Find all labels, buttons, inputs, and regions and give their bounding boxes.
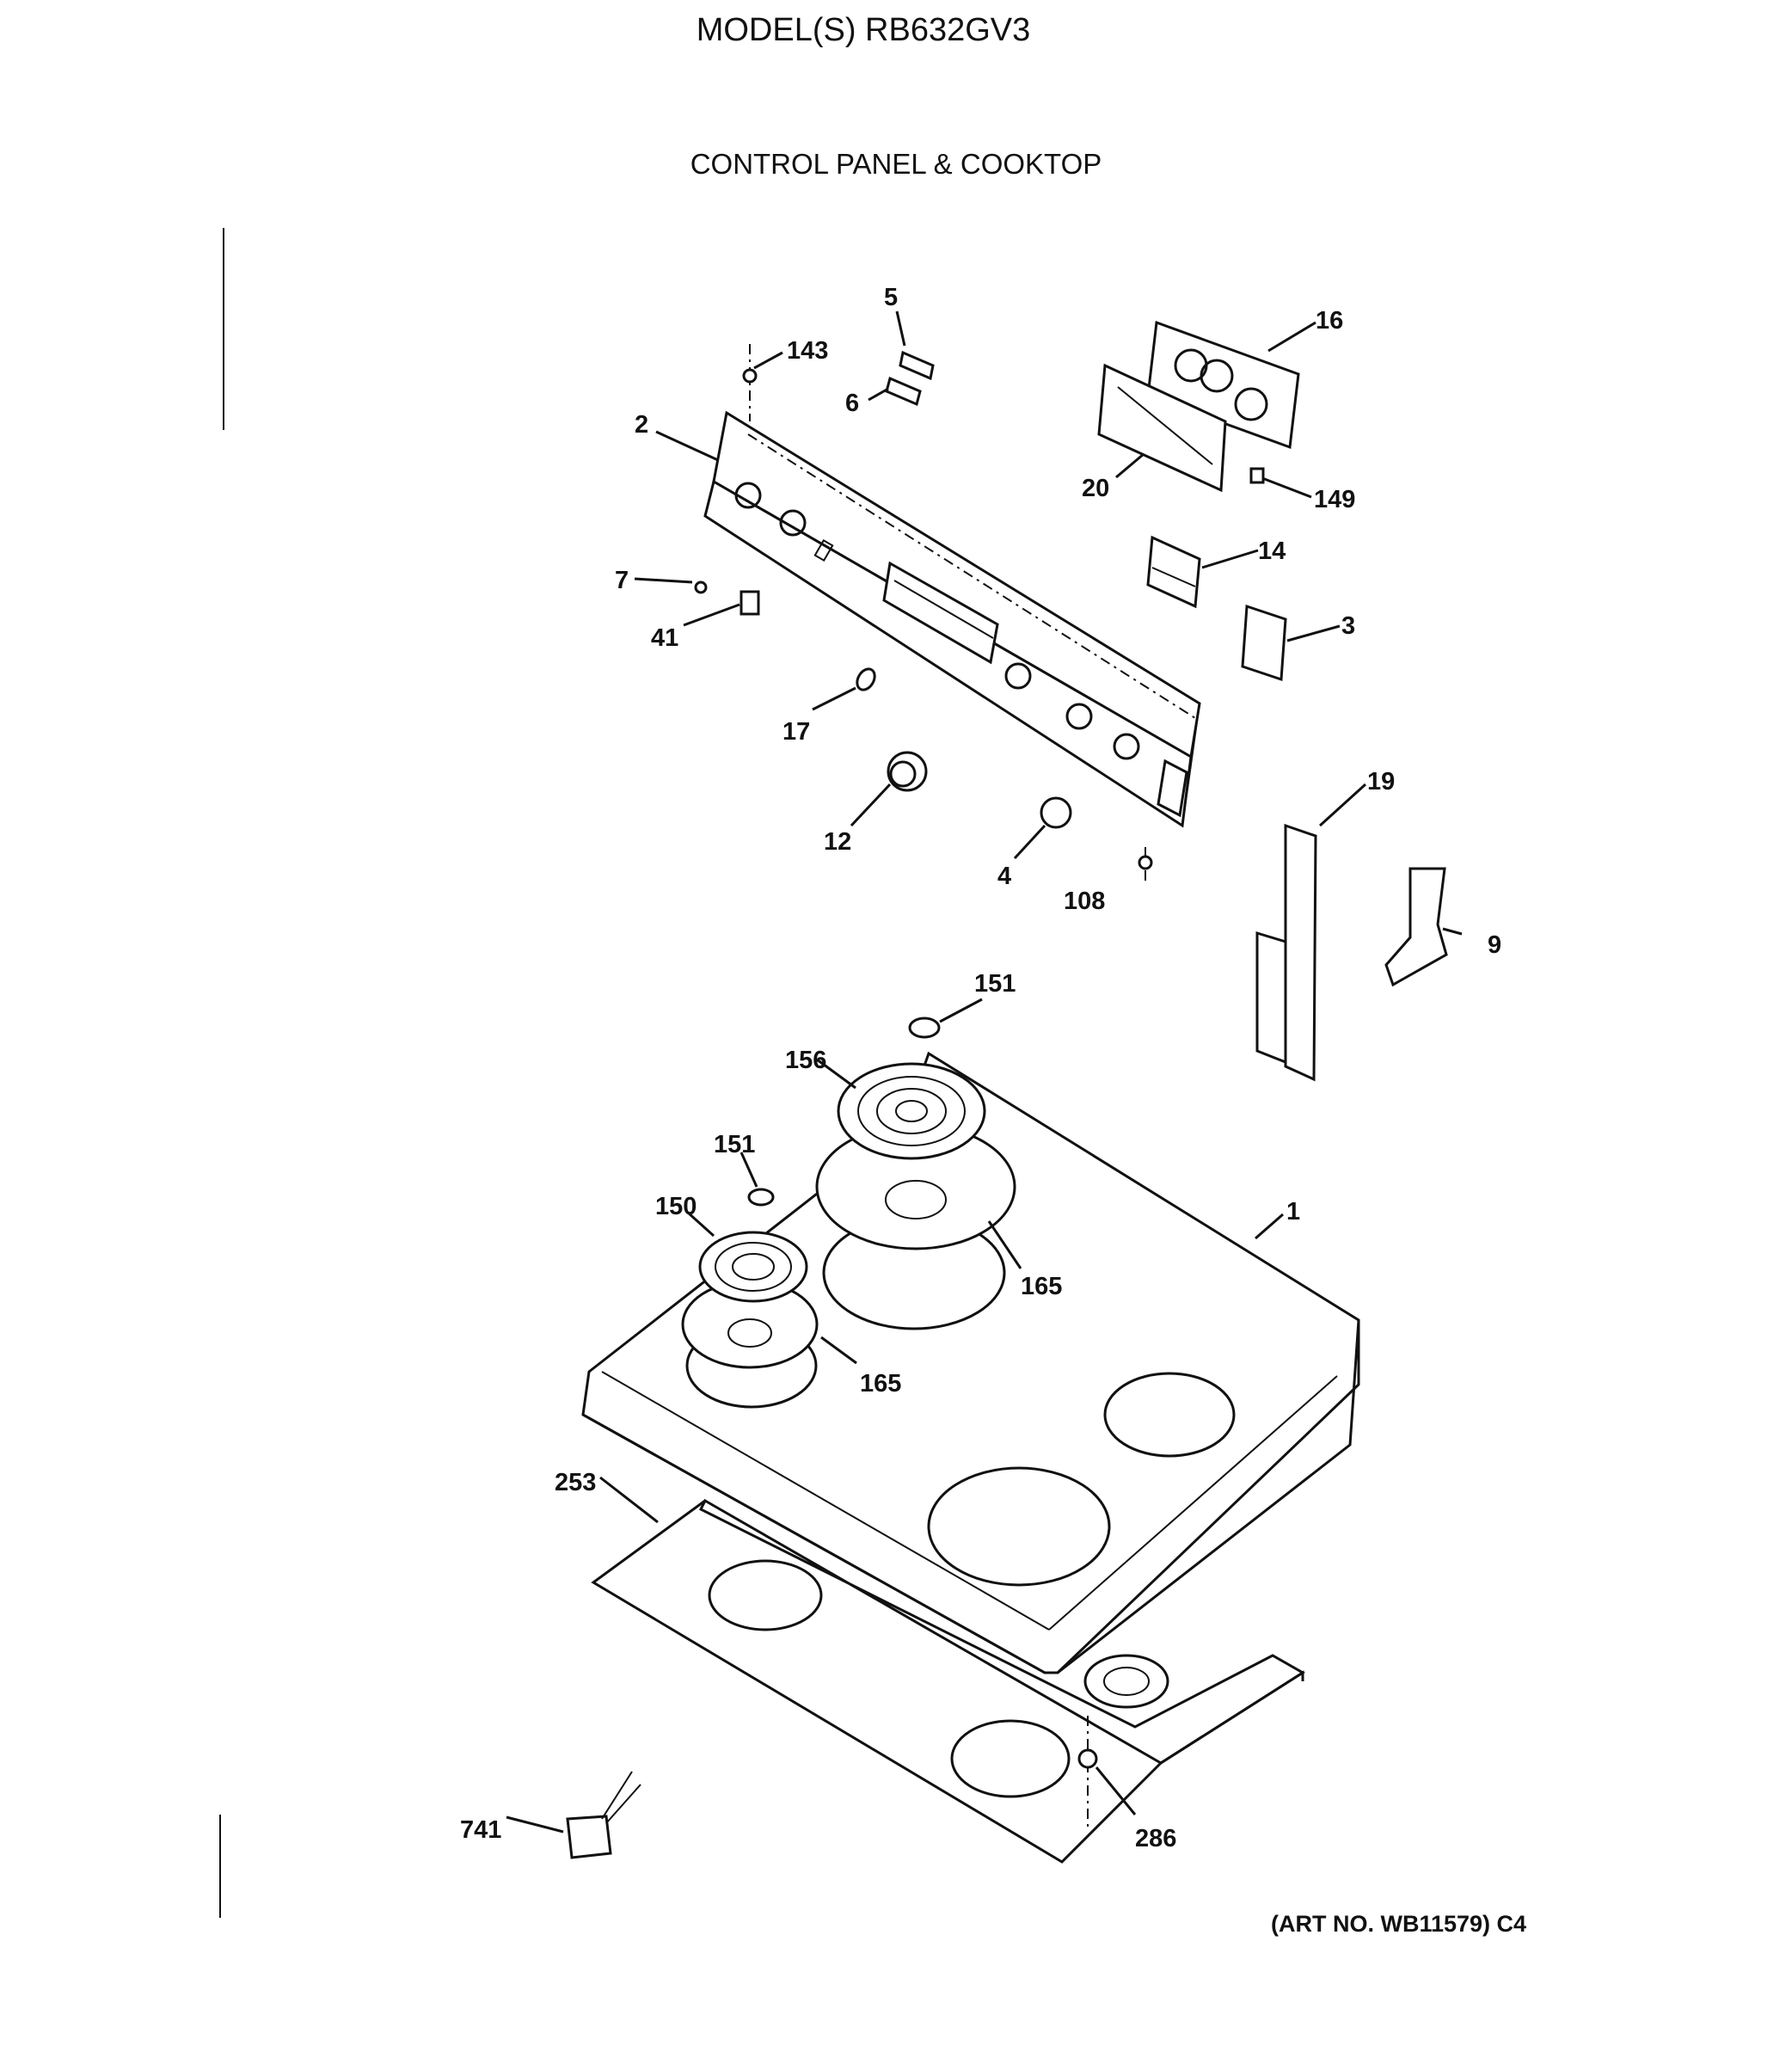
part-label-165-lower: 165 xyxy=(860,1370,901,1398)
switch-41-icon xyxy=(740,590,760,616)
part-labels: 143 5 6 16 2 20 149 14 7 41 3 17 19 12 4… xyxy=(460,284,1501,1852)
part-label-4: 4 xyxy=(997,863,1011,890)
part-label-41: 41 xyxy=(651,624,678,652)
part-label-5: 5 xyxy=(884,284,898,311)
part-label-151-lower: 151 xyxy=(714,1131,755,1158)
part-label-7: 7 xyxy=(615,567,629,594)
side-trim-19-icon xyxy=(1255,823,1317,1082)
leader-lines xyxy=(506,310,1463,1834)
part-label-16: 16 xyxy=(1316,307,1343,335)
clip-149-icon xyxy=(1249,467,1265,484)
burner-156-icon xyxy=(815,1062,1016,1250)
control-panel-backguard xyxy=(703,410,1201,828)
switch-14-icon xyxy=(1146,535,1201,609)
part-label-149: 149 xyxy=(1314,486,1355,513)
part-label-19: 19 xyxy=(1367,768,1395,796)
part-label-143: 143 xyxy=(787,337,828,365)
part-label-6: 6 xyxy=(845,390,859,417)
burner-box-253 xyxy=(591,1498,1305,1864)
lamp-7-icon xyxy=(694,580,708,594)
part-label-9: 9 xyxy=(1488,931,1501,959)
cooktop-main-top xyxy=(581,1051,1360,1674)
end-cap-9-icon xyxy=(1384,867,1448,987)
switch-3-icon xyxy=(1241,604,1287,682)
clip-6-icon xyxy=(885,376,922,407)
clip-5-icon xyxy=(899,350,935,381)
part-label-150: 150 xyxy=(655,1193,697,1220)
part-label-741: 741 xyxy=(460,1816,501,1844)
part-label-20: 20 xyxy=(1082,475,1109,502)
burner-150-icon xyxy=(681,1231,819,1369)
clock-overlay-20-icon xyxy=(1097,363,1227,493)
screw-143-icon xyxy=(742,344,758,421)
part-label-17: 17 xyxy=(782,718,810,746)
part-label-156: 156 xyxy=(785,1047,826,1074)
clip-286-icon xyxy=(1077,1716,1098,1832)
part-label-3: 3 xyxy=(1341,612,1355,640)
knob-4-icon xyxy=(1040,796,1072,829)
clock-timer-16-icon xyxy=(1146,320,1300,450)
part-label-151-upper: 151 xyxy=(974,970,1016,998)
part-label-14: 14 xyxy=(1258,538,1286,565)
model-title: MODEL(S) RB632GV3 xyxy=(696,12,1031,48)
part-label-2: 2 xyxy=(635,411,648,439)
scan-margin-marks xyxy=(219,228,224,1918)
terminal-block-741-icon xyxy=(566,1771,641,1859)
knob-12-icon xyxy=(887,751,928,792)
indicator-17-icon xyxy=(856,667,876,691)
section-title: CONTROL PANEL & COOKTOP xyxy=(690,148,1102,180)
part-label-253: 253 xyxy=(555,1469,596,1496)
part-label-165-upper: 165 xyxy=(1021,1273,1062,1300)
screw-108-icon xyxy=(1138,847,1153,886)
part-label-286: 286 xyxy=(1135,1825,1176,1852)
art-number: (ART NO. WB11579) C4 xyxy=(1271,1911,1527,1937)
part-label-1: 1 xyxy=(1286,1198,1300,1226)
part-label-12: 12 xyxy=(824,828,851,856)
receptacle-151-icon xyxy=(747,1017,941,1207)
part-label-108: 108 xyxy=(1064,888,1105,915)
